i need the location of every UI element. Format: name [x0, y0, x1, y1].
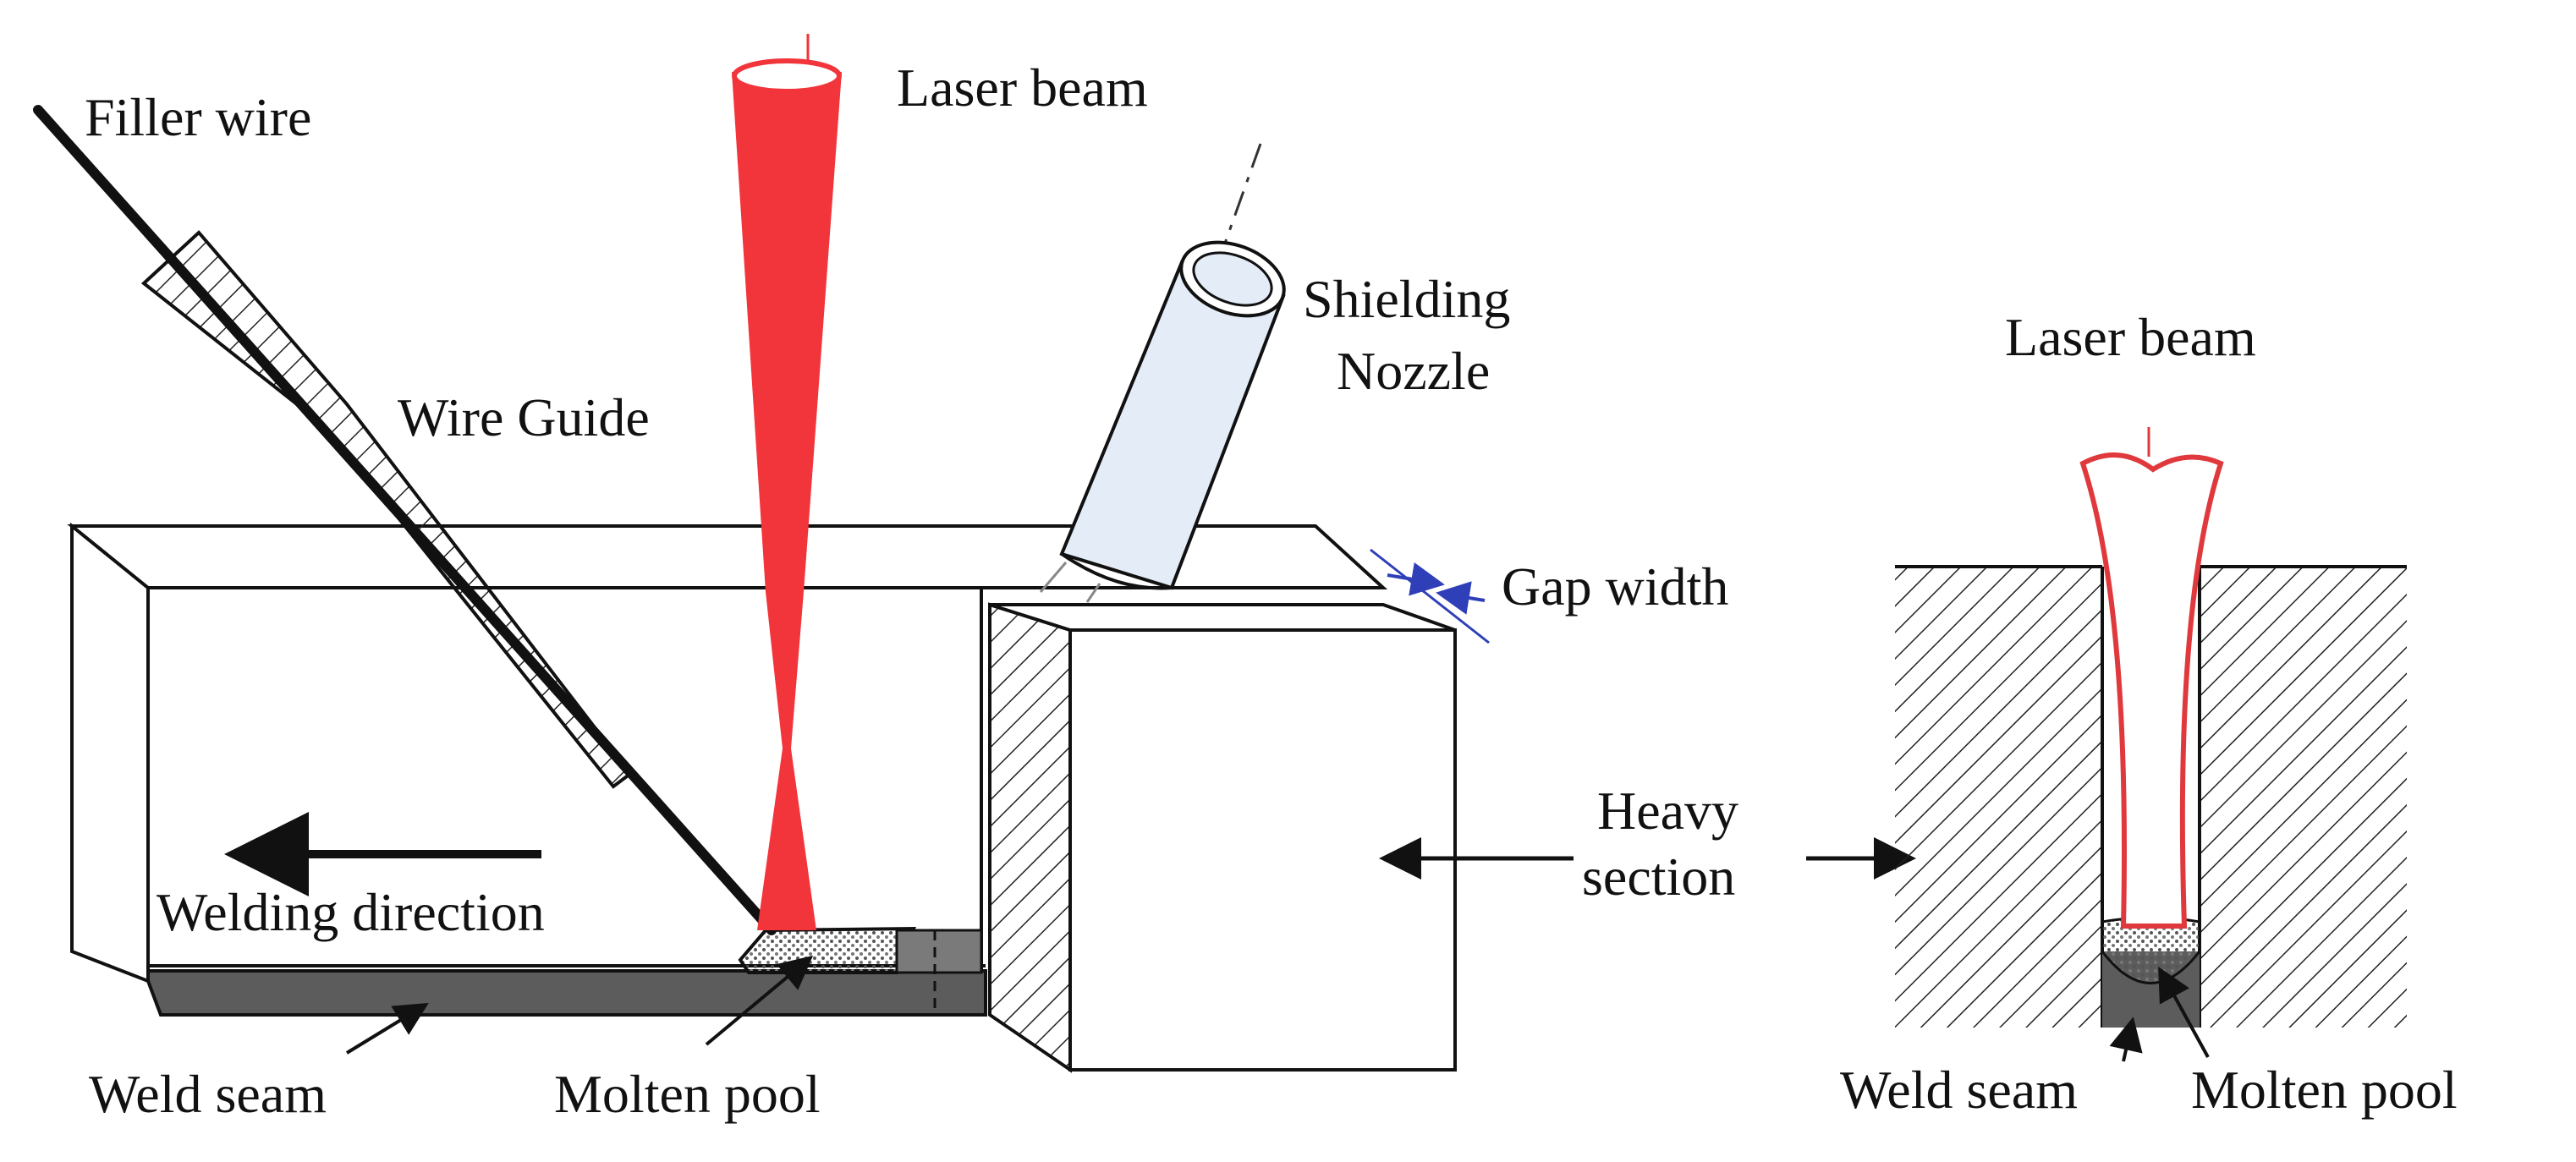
workpiece-top-face: [67, 524, 1388, 589]
filler-wire: [33, 105, 777, 935]
label-heavy: Heavy: [1597, 781, 1738, 841]
laser-beam-main: [732, 72, 842, 930]
label-molten-pool-main: Molten pool: [554, 1064, 821, 1124]
label-shielding: Shielding: [1303, 269, 1510, 329]
label-wire-guide: Wire Guide: [398, 387, 650, 447]
weld-seam-leader: [345, 1002, 429, 1055]
cross-section-detail: [1895, 427, 2407, 1062]
label-nozzle: Nozzle: [1337, 341, 1490, 401]
label-laser-beam-detail: Laser beam: [2005, 307, 2256, 367]
label-section: section: [1582, 847, 1735, 907]
heavy-section-side-face: [988, 602, 1072, 1073]
shielding-nozzle: [1039, 143, 1286, 603]
molten-pool-leader: [705, 955, 814, 1046]
label-molten-pool-detail: Molten pool: [2191, 1060, 2458, 1120]
heavy-section-top-face: [989, 603, 1456, 632]
molten-pool-main: [738, 926, 916, 974]
workpiece-end-face: [70, 522, 150, 984]
label-weld-seam-main: Weld seam: [89, 1064, 327, 1124]
label-gap-width: Gap width: [1502, 556, 1728, 617]
label-laser-beam-main: Laser beam: [897, 58, 1148, 118]
melt-trail: [895, 929, 983, 974]
molten-pool-detail-leader: [2158, 966, 2210, 1058]
weld-seam-detail-leader: [2109, 1017, 2143, 1062]
laser-beam-detail: [2079, 452, 2224, 929]
label-weld-seam-detail: Weld seam: [1840, 1060, 2078, 1120]
weld-seam-strip: [146, 969, 987, 1017]
label-filler-wire: Filler wire: [85, 87, 311, 147]
label-welding-direction: Welding direction: [157, 882, 545, 942]
heavy-section-front-face: [1068, 628, 1457, 1072]
gap-width-indicator: [1370, 548, 1490, 644]
